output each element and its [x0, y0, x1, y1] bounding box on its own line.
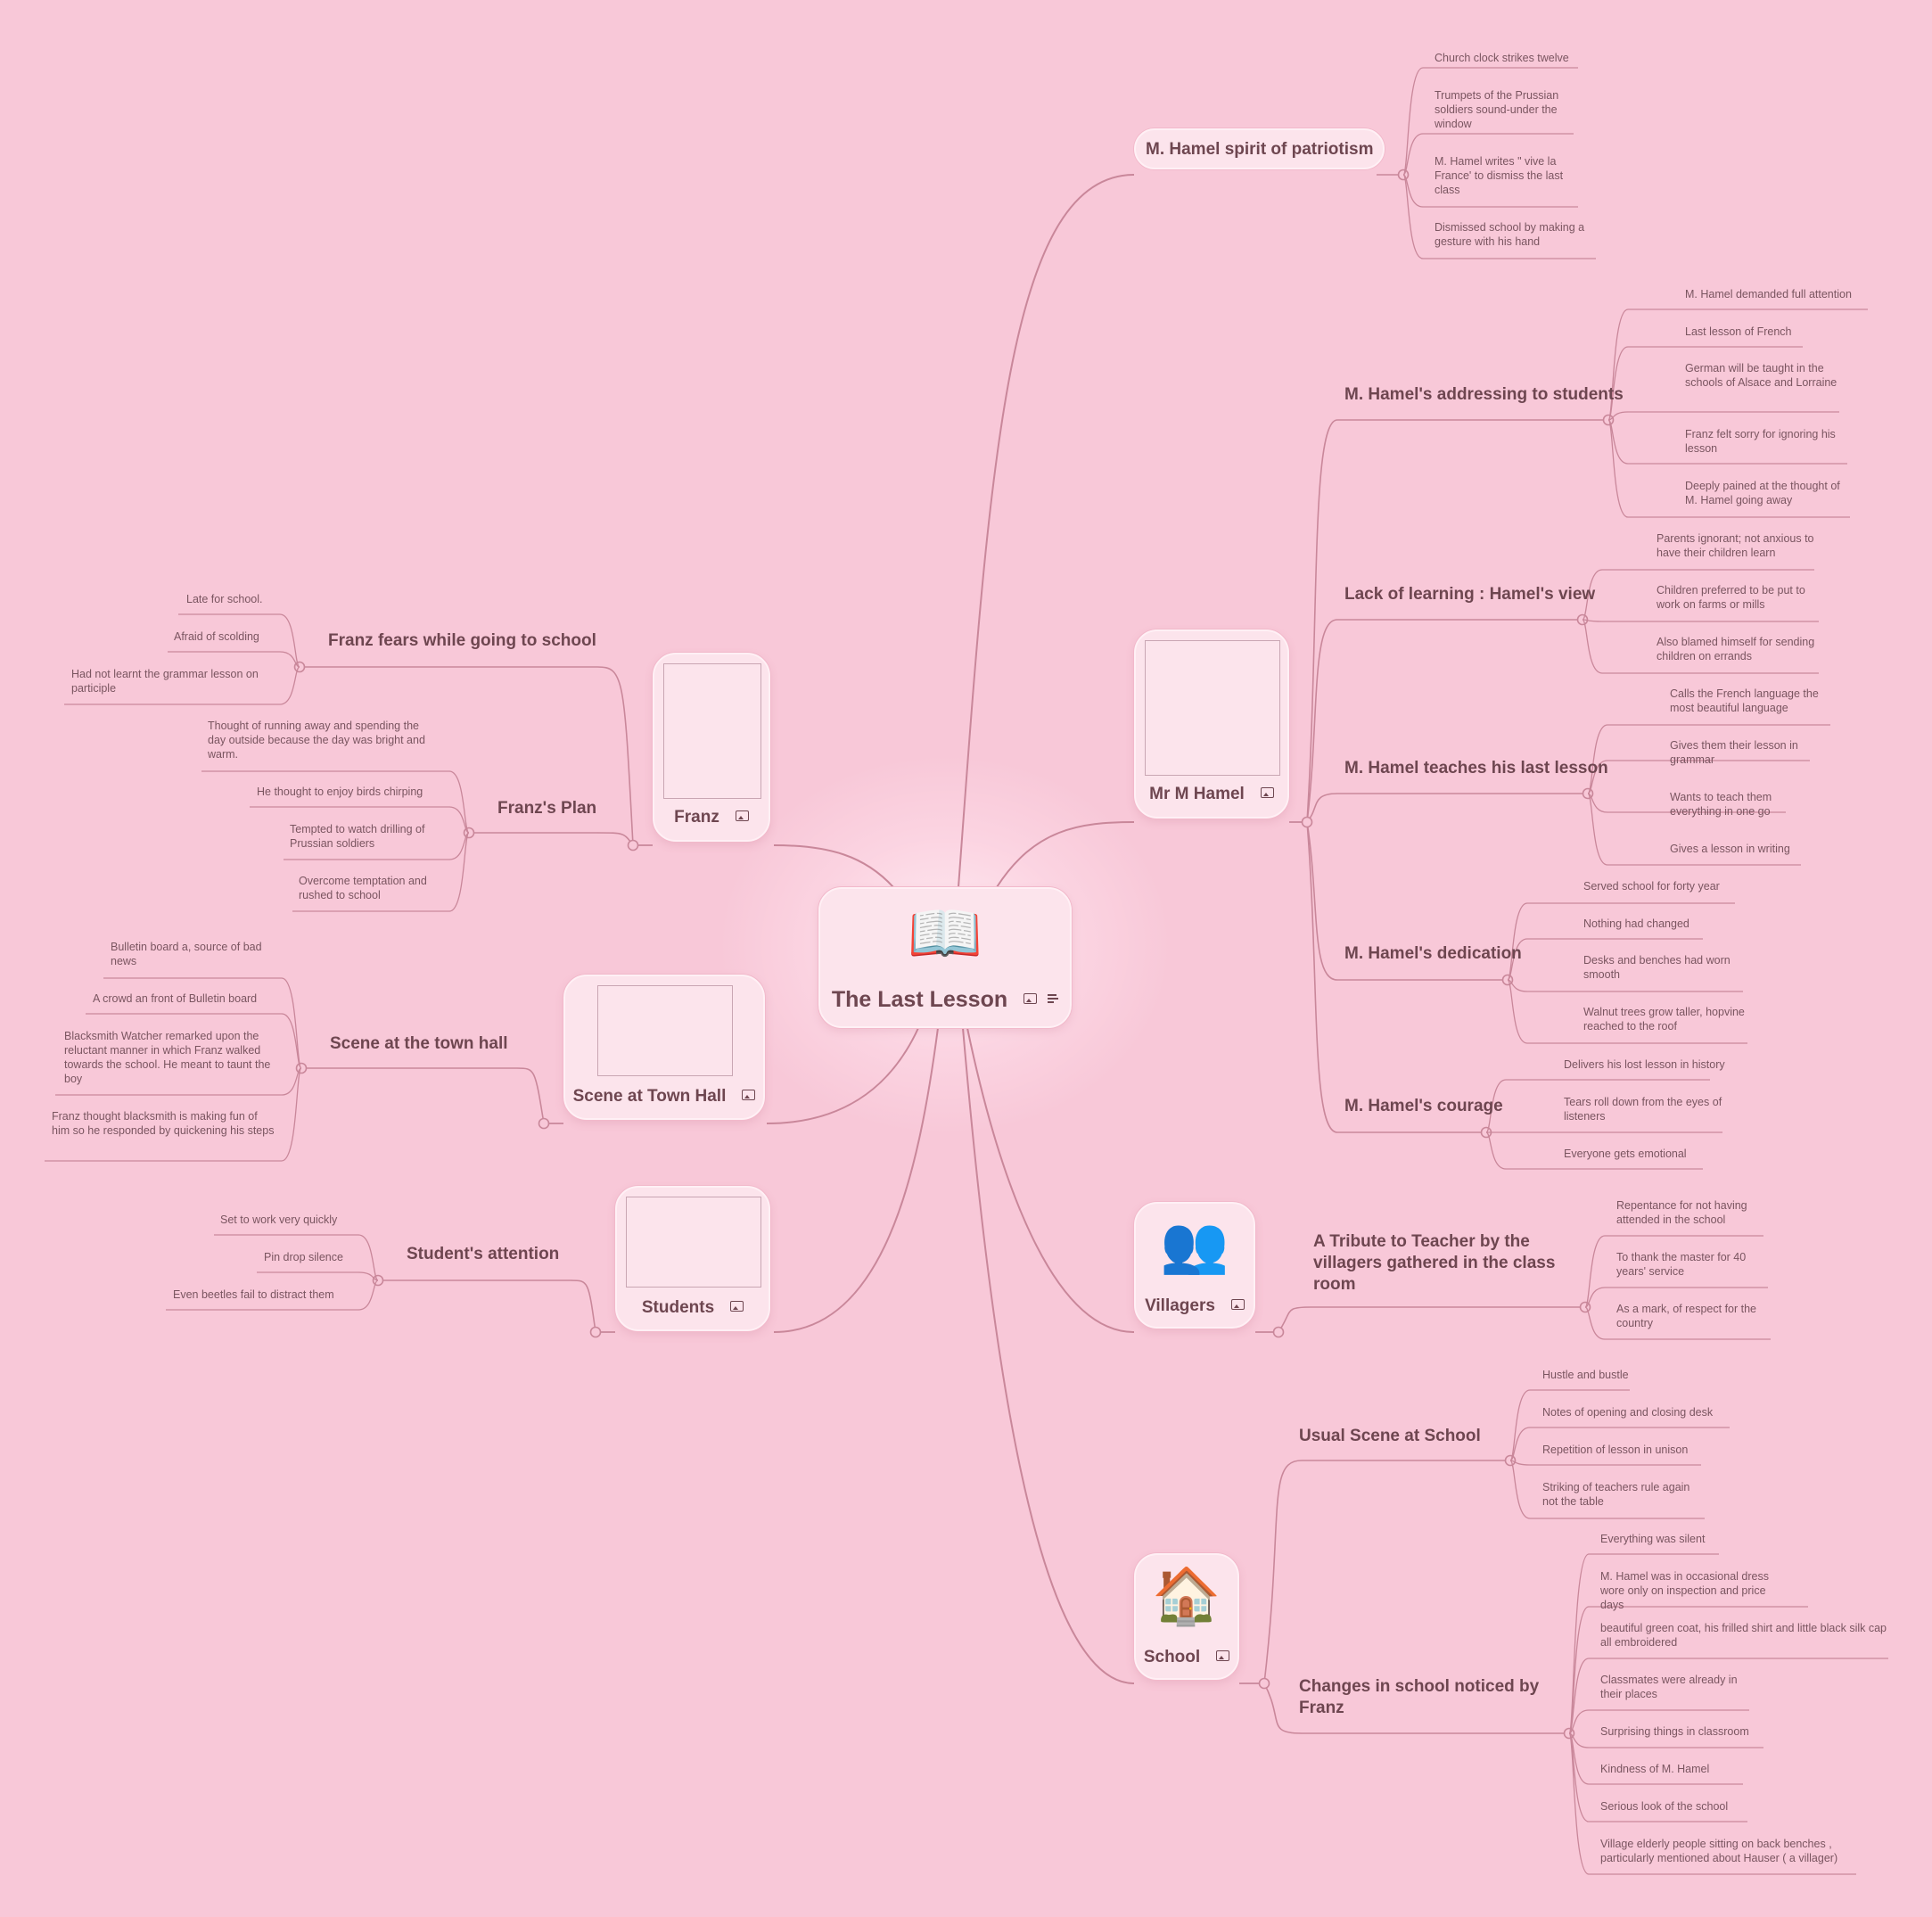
leaf[interactable]: Striking of teachers rule again not the … — [1542, 1481, 1690, 1508]
topic-title: Scene at Town Hall — [572, 1087, 727, 1106]
leaf[interactable]: Also blamed himself for sending children… — [1657, 636, 1815, 662]
leaf[interactable]: Franz thought blacksmith is making fun o… — [52, 1110, 275, 1137]
root-node[interactable]: 📖 The Last Lesson — [818, 887, 1072, 1028]
leaf[interactable]: Last lesson of French — [1685, 325, 1792, 338]
topic-scene-at-town-hall[interactable]: Scene at Town Hall — [563, 975, 765, 1120]
topic-title: Students — [641, 1298, 715, 1317]
topic-title: School — [1143, 1648, 1201, 1666]
leaf[interactable]: Had not learnt the grammar lesson on par… — [71, 668, 259, 695]
topic-title: Franz — [674, 808, 719, 827]
image-icon[interactable] — [1230, 1298, 1245, 1310]
branch-hamel-dedication[interactable]: M. Hamel's dedication — [1344, 944, 1522, 963]
leaf[interactable]: Dismissed school by making a gesture wit… — [1435, 221, 1585, 248]
leaf[interactable]: Tempted to watch drilling of Prussian so… — [290, 823, 425, 850]
leaf[interactable]: Serious look of the school — [1600, 1800, 1729, 1813]
leaf[interactable]: Everyone gets emotional — [1564, 1148, 1687, 1160]
leaf[interactable]: Desks and benches had worn smooth — [1583, 954, 1731, 981]
branch-hamel-courage[interactable]: M. Hamel's courage — [1344, 1097, 1503, 1115]
branch-town-hall-scene[interactable]: Scene at the town hall — [330, 1034, 508, 1053]
leaf[interactable]: beautiful green coat, his frilled shirt … — [1600, 1622, 1887, 1649]
image-icon[interactable] — [730, 1300, 744, 1312]
leaf[interactable]: Trumpets of the Prussian soldiers sound-… — [1435, 89, 1559, 130]
branch-school-usual-scene[interactable]: Usual Scene at School — [1299, 1427, 1481, 1445]
branch-hamel-lack-of-learning[interactable]: Lack of learning : Hamel's view — [1344, 585, 1596, 604]
open-book-icon: 📖 — [907, 900, 983, 967]
branch-franz-fears[interactable]: Franz fears while going to school — [328, 631, 596, 650]
leaf[interactable]: Franz felt sorry for ignoring his lesson — [1685, 428, 1836, 455]
topic-franz[interactable]: Franz — [653, 653, 770, 842]
leaf[interactable]: As a mark, of respect for the country — [1616, 1303, 1757, 1329]
leaf[interactable]: Hustle and bustle — [1542, 1369, 1629, 1381]
notes-icon[interactable] — [1048, 994, 1059, 1004]
leaf[interactable]: Walnut trees grow taller, hopvine reache… — [1583, 1006, 1745, 1033]
leaf[interactable]: Afraid of scolding — [174, 630, 259, 643]
leaf[interactable]: Wants to teach them everything in one go — [1670, 791, 1772, 818]
leaf[interactable]: Nothing had changed — [1583, 917, 1689, 930]
leaf[interactable]: Repentance for not having attended in th… — [1616, 1199, 1747, 1226]
topic-mr-m-hamel[interactable]: Mr M Hamel — [1134, 629, 1289, 819]
leaf[interactable]: Set to work very quickly — [220, 1214, 338, 1226]
leaf[interactable]: Overcome temptation and rushed to school — [299, 875, 427, 901]
leaf[interactable]: To thank the master for 40 years' servic… — [1616, 1251, 1747, 1278]
leaf[interactable]: Notes of opening and closing desk — [1542, 1406, 1714, 1419]
school-house-icon: 🏠 — [1152, 1566, 1221, 1627]
leaf[interactable]: Everything was silent — [1600, 1533, 1706, 1545]
leaf[interactable]: He thought to enjoy birds chirping — [257, 786, 423, 798]
image-placeholder — [1145, 640, 1280, 776]
root-title: The Last Lesson — [831, 987, 1008, 1012]
leaf[interactable]: Church clock strikes twelve — [1435, 52, 1569, 64]
leaf[interactable]: Bulletin board a, source of bad news — [111, 941, 262, 967]
leaf[interactable]: Blacksmith Watcher remarked upon the rel… — [64, 1030, 271, 1085]
leaf[interactable]: Surprising things in classroom — [1600, 1725, 1749, 1738]
image-placeholder — [597, 985, 733, 1076]
leaf[interactable]: Even beetles fail to distract them — [173, 1288, 334, 1301]
topic-patriotism[interactable]: M. Hamel spirit of patriotism — [1134, 128, 1385, 169]
leaf[interactable]: Late for school. — [186, 593, 263, 605]
branch-villagers-tribute[interactable]: A Tribute to Teacher by the villagers ga… — [1313, 1232, 1556, 1294]
leaf[interactable]: Pin drop silence — [264, 1251, 343, 1263]
image-placeholder — [626, 1197, 761, 1288]
leaf[interactable]: Calls the French language the most beaut… — [1670, 687, 1819, 714]
topic-school[interactable]: 🏠 School — [1134, 1553, 1239, 1680]
image-icon[interactable] — [1260, 786, 1274, 798]
leaf[interactable]: M. Hamel demanded full attention — [1685, 288, 1852, 300]
leaf[interactable]: Repetition of lesson in unison — [1542, 1444, 1689, 1456]
image-placeholder — [663, 663, 761, 799]
leaf[interactable]: Thought of running away and spending the… — [208, 720, 425, 761]
branch-franz-plan[interactable]: Franz's Plan — [497, 799, 597, 818]
leaf[interactable]: Gives them their lesson in grammar — [1670, 739, 1798, 766]
leaf[interactable]: Served school for forty year — [1583, 880, 1720, 893]
leaf[interactable]: Deeply pained at the thought of M. Hamel… — [1685, 480, 1840, 506]
leaf[interactable]: M. Hamel was in occasional dress wore on… — [1600, 1570, 1769, 1611]
leaf[interactable]: Parents ignorant; not anxious to have th… — [1657, 532, 1814, 559]
leaf[interactable]: Gives a lesson in writing — [1670, 843, 1790, 855]
image-icon[interactable] — [1024, 993, 1038, 1005]
leaf[interactable]: Children preferred to be put to work on … — [1657, 584, 1805, 611]
leaf[interactable]: M. Hamel writes " vive la France' to dis… — [1435, 155, 1564, 196]
branch-hamel-addressing[interactable]: M. Hamel's addressing to students — [1344, 385, 1624, 404]
topic-title: Villagers — [1145, 1296, 1215, 1315]
branch-hamel-last-lesson[interactable]: M. Hamel teaches his last lesson — [1344, 759, 1608, 777]
image-icon[interactable] — [735, 810, 749, 821]
image-icon[interactable] — [1216, 1650, 1230, 1661]
leaf[interactable]: German will be taught in the schools of … — [1685, 362, 1837, 389]
villagers-people-icon: 👥 — [1160, 1214, 1229, 1276]
topic-students[interactable]: Students — [615, 1186, 770, 1331]
topic-title: M. Hamel spirit of patriotism — [1146, 140, 1374, 159]
leaf[interactable]: Classmates were already in their places — [1600, 1674, 1738, 1700]
leaf[interactable]: Delivers his lost lesson in history — [1564, 1058, 1725, 1071]
branch-students-attention[interactable]: Student's attention — [407, 1245, 560, 1263]
leaf[interactable]: A crowd an front of Bulletin board — [93, 992, 258, 1005]
leaf[interactable]: Village elderly people sitting on back b… — [1600, 1838, 1838, 1864]
leaf[interactable]: Tears roll down from the eyes of listene… — [1564, 1096, 1722, 1123]
topic-title: Mr M Hamel — [1149, 785, 1245, 803]
topic-villagers[interactable]: 👥 Villagers — [1134, 1202, 1255, 1329]
leaf[interactable]: Kindness of M. Hamel — [1600, 1763, 1710, 1775]
branch-school-changes[interactable]: Changes in school noticed by Franz — [1299, 1677, 1540, 1717]
image-icon[interactable] — [742, 1089, 756, 1100]
